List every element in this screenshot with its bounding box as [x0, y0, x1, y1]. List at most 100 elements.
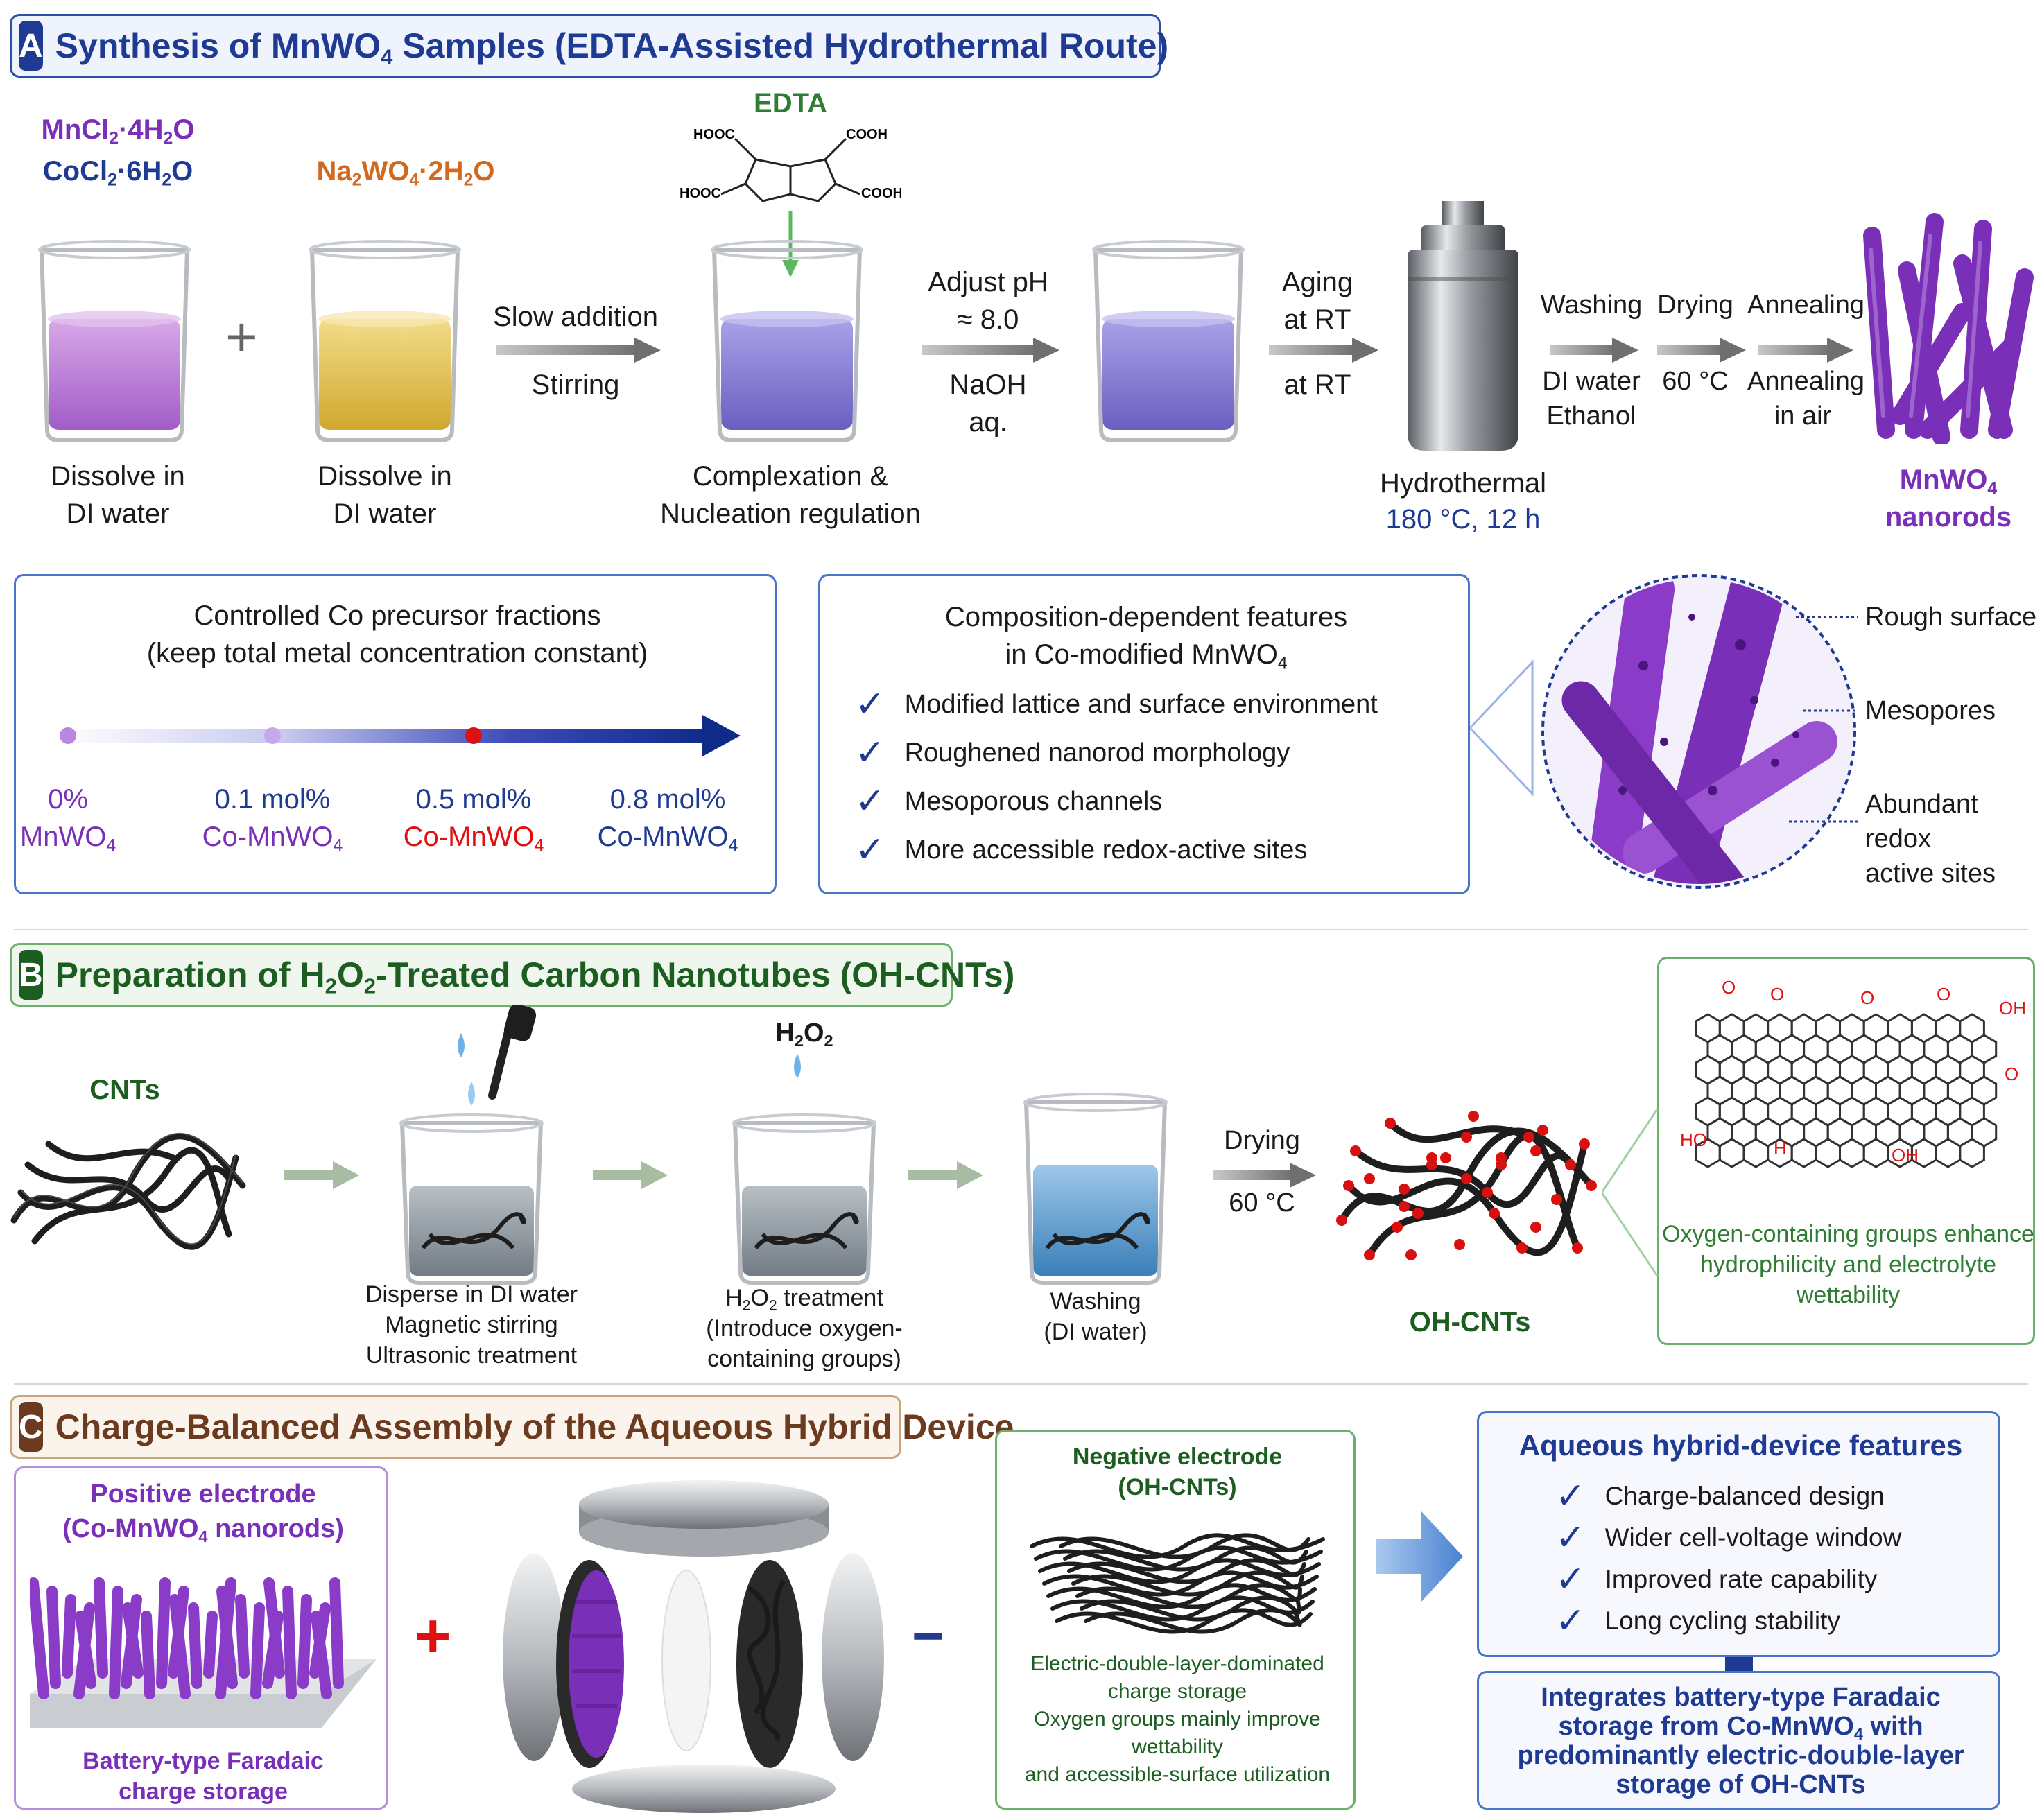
fraction-label: 0.5 mol%Co-MnWO4 — [383, 781, 564, 856]
section-b-letter: B — [19, 950, 43, 1000]
oxygen-group-dot — [1412, 1208, 1424, 1219]
arrow-annealing — [1758, 338, 1853, 363]
device-summary-box: Integrates battery-type Faradaic storage… — [1477, 1671, 2000, 1810]
negative-electrode-box: Negative electrode(OH-CNTs) Electric-dou… — [995, 1430, 1356, 1810]
nanorod — [250, 1602, 265, 1699]
cnt-strand — [1063, 1545, 1308, 1572]
arrow-b3 — [908, 1161, 983, 1189]
arrow2 — [922, 338, 1059, 363]
device-feature-item: ✓Long cycling stability — [1555, 1601, 1840, 1641]
inset-pointer — [1602, 1109, 1659, 1276]
arrow-b1 — [284, 1161, 359, 1189]
positive-electrode-image — [30, 1577, 377, 1728]
section-a-letter: A — [19, 21, 43, 71]
nanorod-zoom-view — [1470, 574, 1858, 889]
minus-sign-c: − — [912, 1605, 944, 1667]
arrow1-bottom-label: Stirring — [531, 370, 620, 400]
beaker-mn-co — [38, 240, 191, 442]
oxygen-group-dot — [1405, 1249, 1417, 1260]
device-features-list: ✓Charge-balanced design ✓Wider cell-volt… — [1555, 1475, 1901, 1642]
divider-b-c — [14, 1383, 2028, 1385]
drying-b-top: Drying — [1224, 1126, 1300, 1155]
nanorod — [282, 1586, 297, 1699]
check-icon: ✓ — [855, 684, 885, 725]
cnt-strand — [1059, 1533, 1310, 1559]
section-a-heading: Synthesis of MnWO4 Samples (EDTA-Assiste… — [55, 26, 1169, 69]
nanorod — [156, 1577, 171, 1689]
edta-cooh-tr: COOH — [846, 127, 888, 142]
fraction-label: 0.1 mol%Co-MnWO4 — [182, 781, 363, 856]
zoom-label-mesopores: Mesopores — [1865, 696, 1996, 725]
arrow3-bottom-label: at RT — [1283, 370, 1351, 400]
reagent-na2wo4: Na2WO4·2H2O — [316, 156, 495, 190]
beaker-complexation — [711, 240, 863, 442]
oxygen-group-dot — [1482, 1187, 1493, 1198]
co-fraction-title: Controlled Co precursor fractions(keep t… — [146, 600, 648, 668]
graphene-hexagon — [1959, 1138, 1985, 1168]
graphene-group-label: O — [1860, 987, 1874, 1008]
mnwo4-nanorods-image — [1863, 213, 2034, 444]
composition-features-box: Composition-dependent features in Co-mod… — [818, 574, 1470, 894]
co-fraction-arrow — [58, 715, 741, 756]
oxygen-group-dot — [1399, 1201, 1410, 1212]
nanorod — [141, 1611, 155, 1699]
oxygen-group-dot — [1586, 1180, 1597, 1191]
oxygen-group-dot — [1399, 1184, 1410, 1195]
product-mnwo4-nanorods: MnWO4 nanorods — [1885, 465, 2012, 532]
step3-caption: Washing(DI water) — [1044, 1288, 1148, 1345]
edta-label: EDTA — [754, 88, 827, 119]
reagent-mncl2: MnCl2·4H2O — [41, 114, 195, 148]
device-assembly-image — [503, 1480, 884, 1813]
fraction-marker — [60, 727, 76, 744]
check-icon: ✓ — [1555, 1518, 1586, 1558]
drying-b-bottom: 60 °C — [1229, 1188, 1295, 1217]
zoom-label-rough-surface: Rough surface — [1865, 603, 2037, 632]
oxygen-group-dot — [1468, 1111, 1479, 1122]
arrow-b4 — [1213, 1163, 1316, 1188]
oxygen-group-dot — [1454, 1239, 1465, 1250]
section-a-title: A Synthesis of MnWO4 Samples (EDTA-Assis… — [10, 14, 1168, 78]
oxygen-group-dot — [1461, 1173, 1472, 1184]
section-c-letter: C — [19, 1402, 43, 1452]
oxygen-group-dot — [1336, 1215, 1347, 1226]
oxygen-group-dot — [1516, 1242, 1528, 1254]
graphene-hexagon — [1862, 1138, 1889, 1168]
fraction-sample-name: Co-MnWO4 — [597, 822, 738, 856]
device-features-box: Aqueous hybrid-device features ✓Charge-b… — [1477, 1411, 2000, 1657]
nanorod — [297, 1594, 312, 1689]
graphene-hexagon — [1815, 1138, 1841, 1168]
check-icon: ✓ — [1555, 1601, 1586, 1641]
section-c-title: C Charge-Balanced Assembly of the Aqueou… — [10, 1395, 1014, 1459]
cnt-strand — [1075, 1583, 1302, 1609]
nanorod — [203, 1611, 218, 1679]
check-icon: ✓ — [1555, 1559, 1586, 1600]
nanorod — [329, 1577, 344, 1689]
features-list: ✓Modified lattice and surface environmen… — [855, 680, 1378, 874]
section-b-heading: Preparation of H2O2-Treated Carbon Nanot… — [55, 955, 1015, 998]
graphene-group-label: O — [1722, 977, 1736, 998]
features-connector — [1725, 1657, 1753, 1671]
nanorod — [62, 1594, 76, 1679]
edta-structure: HOOC COOH HOOC COOH — [680, 127, 901, 202]
plus-sign-a: + — [225, 306, 258, 367]
fraction-value: 0.5 mol% — [415, 784, 532, 815]
nanorod — [188, 1602, 202, 1689]
cnt-strand — [1067, 1558, 1306, 1584]
arrow1-top-label: Slow addition — [493, 302, 658, 332]
oxygen-group-dot — [1364, 1249, 1375, 1260]
fraction-label: 0.8 mol%Co-MnWO4 — [578, 781, 758, 856]
check-icon: ✓ — [855, 781, 885, 822]
positive-electrode-box: Positive electrode (Co-MnWO4 nanorods) B… — [14, 1466, 388, 1810]
fraction-sample-name: MnWO4 — [19, 822, 116, 856]
oxygen-group-dot — [1364, 1173, 1375, 1184]
nanorod — [109, 1586, 123, 1699]
